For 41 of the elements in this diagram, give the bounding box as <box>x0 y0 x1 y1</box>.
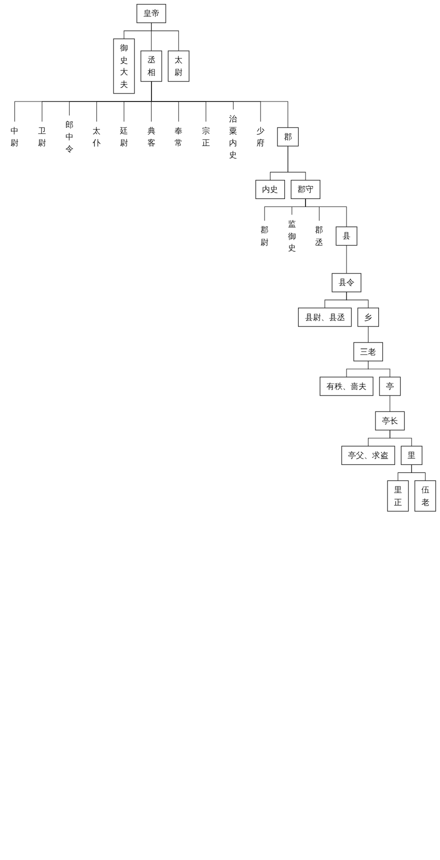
node-box: 伍老 <box>414 480 436 512</box>
node-text: 太仆 <box>92 126 101 148</box>
node-text: 治粟内史 <box>229 114 238 160</box>
connector <box>151 22 179 52</box>
node-box: 亭长 <box>375 411 405 430</box>
node-text: 卫尉 <box>38 126 46 148</box>
node-box: 亭父、求盗 <box>341 446 396 465</box>
node-box: 郡守 <box>290 180 320 200</box>
node-box: 里正 <box>387 480 409 512</box>
node-box: 里 <box>400 446 422 465</box>
node-text: 郡丞 <box>315 225 324 247</box>
node-box: 皇帝 <box>136 4 166 24</box>
node-box: 三老 <box>353 342 384 362</box>
node-box: 亭 <box>379 376 401 396</box>
node-text: 典客 <box>147 126 156 148</box>
connector <box>346 245 347 274</box>
node-box: 内史 <box>255 180 285 200</box>
connector <box>390 430 412 446</box>
node-box: 县尉、县丞 <box>298 308 352 327</box>
node-text: 郡尉 <box>260 225 269 247</box>
node-box: 太尉 <box>168 50 190 82</box>
node-text: 廷尉 <box>120 126 128 148</box>
node-text: 奉常 <box>174 126 183 148</box>
node-box: 有秩、啬夫 <box>320 376 374 396</box>
node-text: 中尉 <box>10 126 19 148</box>
node-box: 县令 <box>332 273 362 292</box>
node-text: 监御史 <box>288 219 296 253</box>
connector <box>368 360 390 378</box>
node-text: 少府 <box>256 126 265 148</box>
connector <box>305 198 347 228</box>
node-box: 御史大夫 <box>113 38 135 94</box>
node-box: 郡 <box>277 127 299 146</box>
node-box: 县 <box>336 226 358 246</box>
node-box: 丞相 <box>140 50 162 82</box>
connector <box>346 292 368 308</box>
node-text: 郎中令 <box>65 120 74 154</box>
node-text: 宗正 <box>202 126 210 148</box>
connector <box>288 146 306 180</box>
connector <box>411 464 426 481</box>
connector <box>151 81 288 128</box>
node-box: 乡 <box>357 308 379 327</box>
